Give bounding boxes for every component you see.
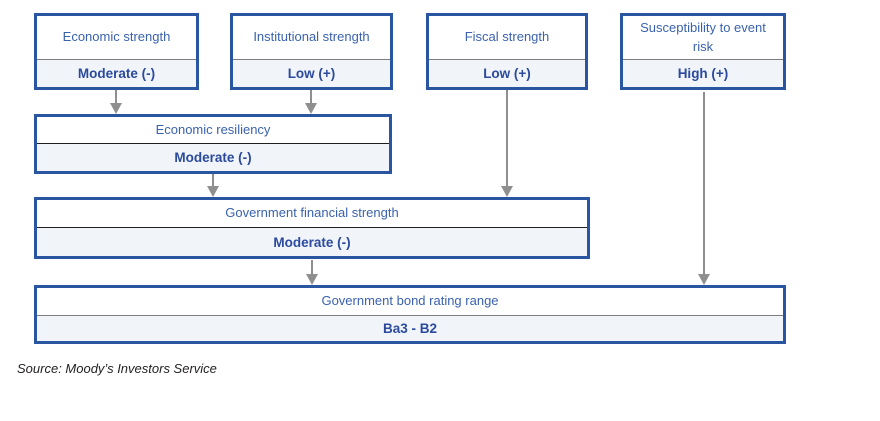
box-value: Moderate (-) (37, 227, 587, 256)
box-value: Moderate (-) (37, 143, 389, 171)
factor-box-institutional-strength: Institutional strength Low (+) (230, 13, 393, 90)
government-financial-strength-box: Government financial strength Moderate (… (34, 197, 590, 259)
factor-box-economic-strength: Economic strength Moderate (-) (34, 13, 199, 90)
arrow-down-icon (110, 103, 122, 114)
arrow-fiscal-strength-to-government-financial-strength (501, 90, 513, 197)
source-attribution: Source: Moody’s Investors Service (17, 361, 217, 376)
arrow-economic-resiliency-to-government-financial-strength (207, 174, 219, 197)
arrow-down-icon (698, 274, 710, 285)
arrow-down-icon (306, 274, 318, 285)
box-title: Government financial strength (37, 200, 587, 227)
factor-title: Institutional strength (233, 16, 390, 59)
government-bond-rating-range-box: Government bond rating range Ba3 - B2 (34, 285, 786, 344)
arrow-line (115, 90, 117, 104)
factor-title: Economic strength (37, 16, 196, 59)
arrow-down-icon (305, 103, 317, 114)
arrow-line (311, 260, 313, 275)
arrow-line (506, 90, 508, 187)
factor-value: Low (+) (233, 59, 390, 87)
arrow-down-icon (501, 186, 513, 197)
arrow-line (212, 174, 214, 187)
arrow-down-icon (207, 186, 219, 197)
arrow-economic-strength-to-economic-resiliency (110, 90, 122, 114)
arrow-line (310, 90, 312, 104)
factor-box-fiscal-strength: Fiscal strength Low (+) (426, 13, 588, 90)
factor-box-susceptibility-event-risk: Susceptibility to event risk High (+) (620, 13, 786, 90)
factor-value: Low (+) (429, 59, 585, 87)
arrow-susceptibility-to-bond-rating-range (698, 92, 710, 285)
factor-title: Susceptibility to event risk (623, 16, 783, 59)
box-title: Government bond rating range (37, 288, 783, 315)
factor-value: Moderate (-) (37, 59, 196, 87)
box-value: Ba3 - B2 (37, 315, 783, 341)
box-title: Economic resiliency (37, 117, 389, 143)
factor-value: High (+) (623, 59, 783, 87)
arrow-line (703, 92, 705, 275)
arrow-government-financial-strength-to-bond-rating-range (306, 260, 318, 285)
economic-resiliency-box: Economic resiliency Moderate (-) (34, 114, 392, 174)
factor-title: Fiscal strength (429, 16, 585, 59)
arrow-institutional-strength-to-economic-resiliency (305, 90, 317, 114)
